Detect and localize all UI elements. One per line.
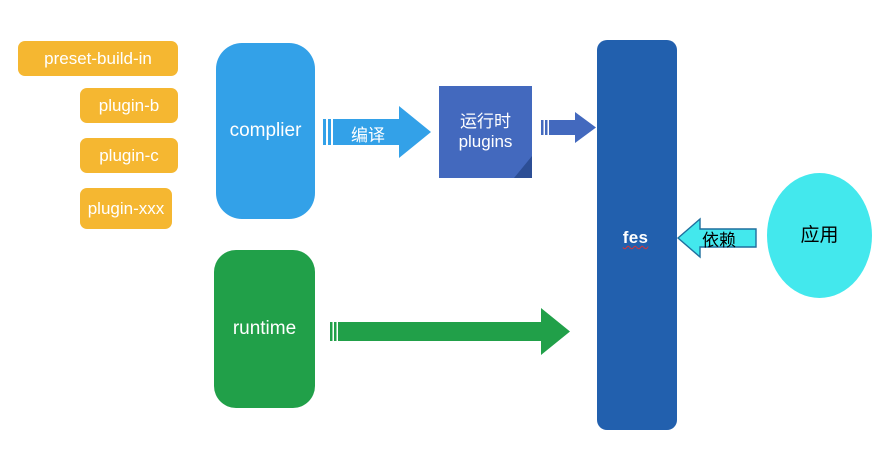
node-label: 应用 bbox=[800, 224, 839, 246]
chip-preset-build-in[interactable]: preset-build-in bbox=[18, 41, 178, 76]
node-label: runtime bbox=[232, 318, 297, 340]
chip-plugin-c[interactable]: plugin-c bbox=[80, 138, 178, 173]
node-runtime-plugins[interactable]: 运行时 plugins bbox=[439, 86, 532, 178]
chip-label: plugin-b bbox=[98, 95, 160, 115]
node-label-line1: 运行时 bbox=[460, 112, 511, 132]
chip-plugin-xxx[interactable]: plugin-xxx bbox=[80, 188, 172, 229]
node-complier[interactable]: complier bbox=[216, 43, 315, 219]
node-application[interactable]: 应用 bbox=[767, 173, 872, 298]
node-fes-column[interactable]: fes bbox=[597, 40, 677, 430]
chip-label: plugin-xxx bbox=[87, 198, 165, 218]
node-label-fes: fes bbox=[622, 228, 649, 247]
node-label-line2: plugins bbox=[458, 132, 513, 151]
chip-label: plugin-c bbox=[99, 145, 159, 165]
chip-label: preset-build-in bbox=[44, 48, 152, 68]
arrow-runtime-to-fes bbox=[330, 308, 570, 355]
arrow-plugins-to-fes bbox=[541, 112, 596, 143]
arrow-dependency bbox=[676, 217, 757, 259]
chip-plugin-b[interactable]: plugin-b bbox=[80, 88, 178, 123]
node-runtime[interactable]: runtime bbox=[214, 250, 315, 408]
arrow-compile bbox=[323, 106, 431, 158]
node-label: complier bbox=[229, 120, 302, 142]
